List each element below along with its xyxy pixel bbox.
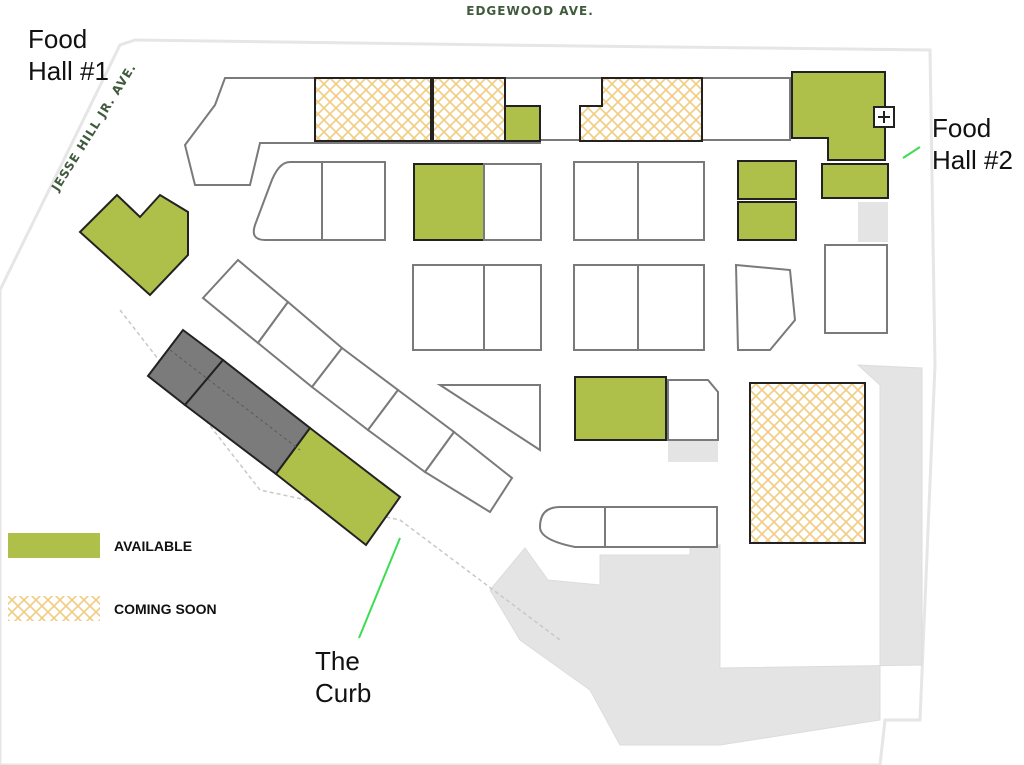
unit-available[interactable] — [504, 105, 541, 142]
unit-vacant[interactable] — [538, 506, 606, 548]
pointer-line — [902, 146, 921, 159]
unit-vacant[interactable] — [604, 506, 718, 548]
legend: AVAILABLE COMING SOON — [8, 533, 217, 621]
unit-vacant[interactable] — [667, 379, 719, 441]
legend-swatch-available — [8, 533, 100, 558]
unit-vacant[interactable] — [252, 161, 323, 241]
svg-text:Food: Food — [28, 24, 87, 54]
svg-text:Hall #2: Hall #2 — [932, 145, 1013, 175]
unit-coming-soon[interactable] — [749, 382, 866, 544]
unit-available[interactable] — [413, 163, 485, 241]
unit-vacant[interactable] — [436, 384, 541, 452]
neighbor-annex — [668, 440, 718, 462]
unit-available[interactable] — [821, 163, 889, 199]
unit-available[interactable] — [737, 201, 797, 241]
unit-vacant[interactable] — [423, 430, 514, 514]
unit-vacant[interactable] — [734, 263, 797, 351]
unit-available-food-hall-1[interactable] — [78, 193, 189, 297]
legend-swatch-coming-soon — [8, 596, 100, 621]
legend-label-coming-soon: COMING SOON — [114, 601, 217, 617]
legend-label-available: AVAILABLE — [114, 538, 192, 554]
unit-available-food-hall-2[interactable] — [791, 71, 886, 161]
unit-vacant[interactable] — [483, 264, 542, 351]
unit-vacant[interactable] — [412, 264, 485, 351]
unit-vacant[interactable] — [321, 161, 386, 241]
callout-food-hall-2: Food Hall #2 — [932, 113, 1013, 175]
unit-vacant[interactable] — [824, 244, 888, 334]
svg-text:Curb: Curb — [315, 678, 371, 708]
callout-the-curb: The Curb — [315, 646, 371, 708]
svg-text:Food: Food — [932, 113, 991, 143]
unit-available[interactable] — [574, 376, 667, 441]
unit-coming-soon[interactable] — [432, 77, 506, 142]
plus-square-icon — [873, 106, 895, 128]
street-label-north: EDGEWOOD AVE. — [466, 4, 594, 18]
unit-vacant[interactable] — [637, 264, 705, 351]
callout-food-hall-1: Food Hall #1 — [28, 24, 109, 86]
neighbor-building — [489, 364, 923, 746]
svg-text:Hall #1: Hall #1 — [28, 56, 109, 86]
unit-vacant[interactable] — [573, 264, 639, 351]
svg-text:The: The — [315, 646, 360, 676]
unit-coming-soon[interactable] — [579, 77, 703, 142]
unit-coming-soon[interactable] — [314, 77, 432, 142]
diagonal-unit-strip — [201, 258, 514, 514]
unit-vacant[interactable] — [483, 163, 542, 241]
pointer-line — [358, 537, 401, 639]
unit-available-the-curb[interactable] — [274, 426, 402, 547]
neighbor-annex — [858, 202, 888, 242]
unit-vacant[interactable] — [573, 161, 639, 241]
unit-vacant[interactable] — [637, 161, 705, 241]
unit-available[interactable] — [737, 160, 797, 200]
